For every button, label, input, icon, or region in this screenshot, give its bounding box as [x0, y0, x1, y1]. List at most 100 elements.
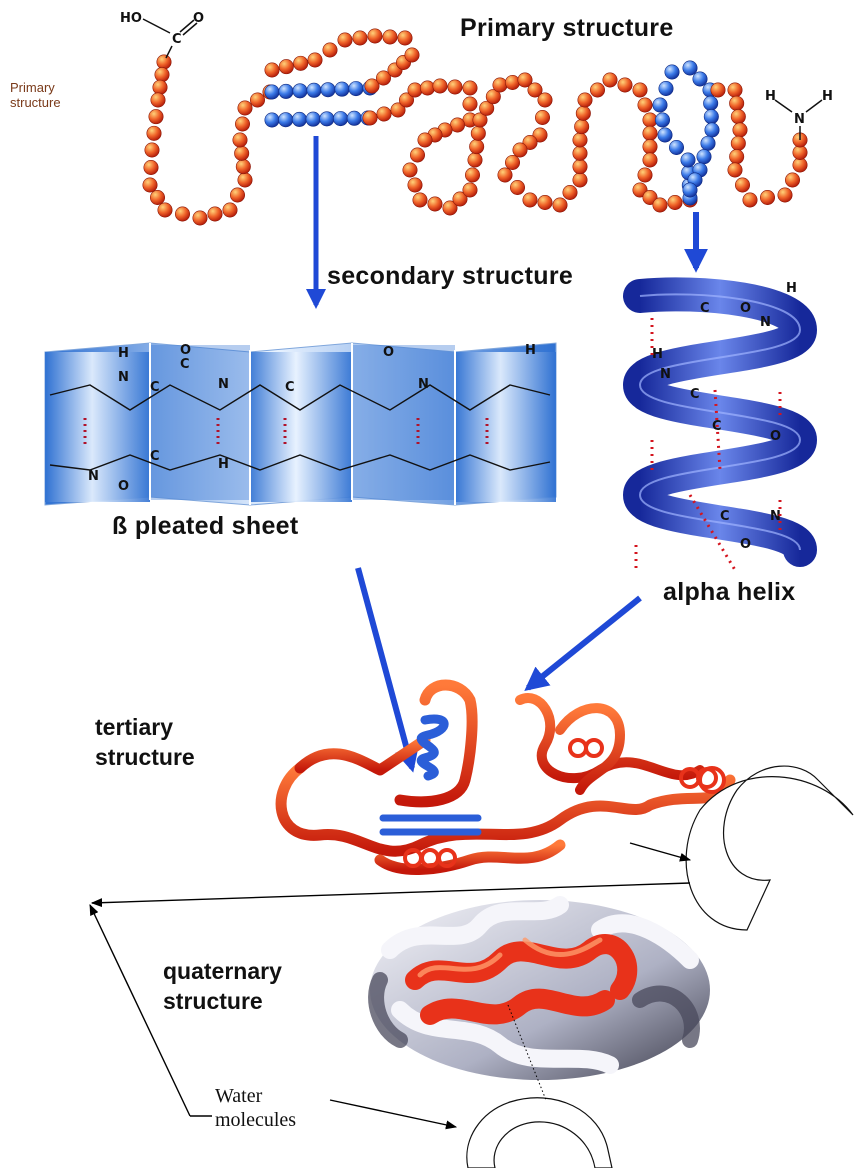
amino-acid-bead	[729, 96, 743, 110]
amino-acid-bead	[338, 33, 352, 47]
amino-acid-bead	[493, 78, 507, 92]
amino-acid-bead	[638, 168, 652, 182]
amino-acid-bead	[448, 80, 462, 94]
amino-acid-bead	[151, 93, 165, 107]
amino-acid-bead-blue	[265, 85, 279, 99]
helix-atom-label: N	[660, 367, 671, 382]
sheet-atom-label: C	[150, 380, 160, 395]
tertiary-structure-label: tertiary structure	[95, 712, 195, 772]
tertiary-ribbon-graphic	[281, 685, 730, 869]
amino-acid-bead	[428, 197, 442, 211]
amino-acid-bead	[553, 198, 567, 212]
amino-acid-bead	[510, 180, 524, 194]
amino-acid-bead	[420, 81, 434, 95]
amino-acid-bead-blue	[347, 111, 361, 125]
amino-acid-bead-blue	[658, 128, 672, 142]
sheet-atom-label: C	[180, 357, 190, 372]
amino-acid-bead	[155, 67, 169, 81]
amino-acid-bead	[175, 207, 189, 221]
amino-acid-bead	[733, 123, 747, 137]
amino-acid-bead-blue	[333, 111, 347, 125]
water-molecules-label: Water molecules	[215, 1084, 296, 1132]
amino-acid-bead-blue	[655, 113, 669, 127]
amino-acid-bead	[153, 80, 167, 94]
amino-acid-bead-blue	[681, 153, 695, 167]
carboxyl-ho-label: HO	[120, 11, 142, 26]
sheet-atom-label: O	[383, 345, 394, 360]
amino-acid-bead	[633, 83, 647, 97]
amino-acid-bead-blue	[265, 113, 279, 127]
amino-acid-bead-blue	[683, 183, 697, 197]
amino-acid-bead	[433, 79, 447, 93]
amino-acid-bead-blue	[697, 149, 711, 163]
amino-acid-bead	[643, 126, 657, 140]
arrow-helix-to-tertiary	[528, 598, 640, 688]
helix-atom-label: C	[690, 387, 700, 402]
alpha-helix-graphic: CNOCHNCOHCNO	[636, 281, 800, 570]
quaternary-line1: quaternary	[163, 956, 282, 986]
amino-acid-bead	[463, 183, 477, 197]
water-molecule-shape-lower	[467, 1098, 612, 1168]
primary-structure-small-label: Primary structure	[10, 80, 61, 110]
primary-structure-title: Primary structure	[460, 14, 674, 43]
amino-acid-bead	[413, 193, 427, 207]
sheet-atom-label: N	[88, 469, 99, 484]
amino-acid-bead	[731, 109, 745, 123]
carboxyl-c-label: C	[172, 32, 182, 47]
arrow-water-left	[92, 883, 690, 903]
amino-acid-bead-blue	[705, 123, 719, 137]
sheet-atom-label: O	[118, 479, 129, 494]
amino-acid-bead	[728, 83, 742, 97]
amino-acid-bead	[728, 163, 742, 177]
amino-acid-bead-blue	[703, 96, 717, 110]
water-line2: molecules	[215, 1108, 296, 1132]
amino-acid-bead-blue	[349, 81, 363, 95]
amino-acid-bead	[363, 111, 377, 125]
amino-acid-bead	[308, 53, 322, 67]
amino-acid-bead	[143, 178, 157, 192]
sheet-atom-label: N	[118, 370, 129, 385]
amino-acid-bead-blue	[306, 112, 320, 126]
amino-acid-bead	[238, 173, 252, 187]
amino-acid-bead	[563, 185, 577, 199]
amino-acid-bead-blue	[307, 83, 321, 97]
tertiary-line2: structure	[95, 742, 195, 772]
amino-acid-bead	[785, 173, 799, 187]
amino-h2-label: H	[822, 89, 833, 104]
amino-acid-bead	[574, 119, 588, 133]
sheet-atom-label: H	[118, 346, 129, 361]
amino-acid-bead	[590, 83, 604, 97]
amino-acid-bead-blue	[653, 98, 667, 112]
amino-acid-bead	[408, 83, 422, 97]
amino-acid-bead	[158, 203, 172, 217]
amino-acid-bead	[513, 143, 527, 157]
amino-acid-bead	[403, 163, 417, 177]
amino-acid-bead	[778, 188, 792, 202]
arrow-sheet-to-tertiary	[358, 568, 412, 768]
amino-acid-bead	[233, 133, 247, 147]
amino-acid-bead	[238, 101, 252, 115]
amino-acid-bead	[573, 159, 587, 173]
amino-acid-bead-blue	[293, 84, 307, 98]
amino-acid-bead	[711, 83, 725, 97]
helix-atom-label: O	[740, 537, 751, 552]
helix-atom-label: C	[700, 301, 710, 316]
quaternary-structure-label: quaternary structure	[163, 956, 282, 1016]
helix-atom-label: H	[786, 281, 797, 296]
helix-atom-label: H	[652, 347, 663, 362]
amino-acid-bead	[236, 159, 250, 173]
amino-acid-bead	[368, 29, 382, 43]
amino-acid-bead	[235, 117, 249, 131]
amino-acid-bead-blue	[292, 112, 306, 126]
amino-acid-bead	[250, 93, 264, 107]
primary-chain-residues	[143, 29, 807, 225]
sheet-atom-label: C	[285, 380, 295, 395]
amino-acid-bead	[576, 106, 590, 120]
helix-atom-label: O	[770, 429, 781, 444]
amino-acid-bead-blue	[669, 140, 683, 154]
amino-acid-bead	[463, 97, 477, 111]
amino-acid-bead	[653, 198, 667, 212]
amino-acid-bead	[465, 168, 479, 182]
amino-acid-bead	[145, 143, 159, 157]
